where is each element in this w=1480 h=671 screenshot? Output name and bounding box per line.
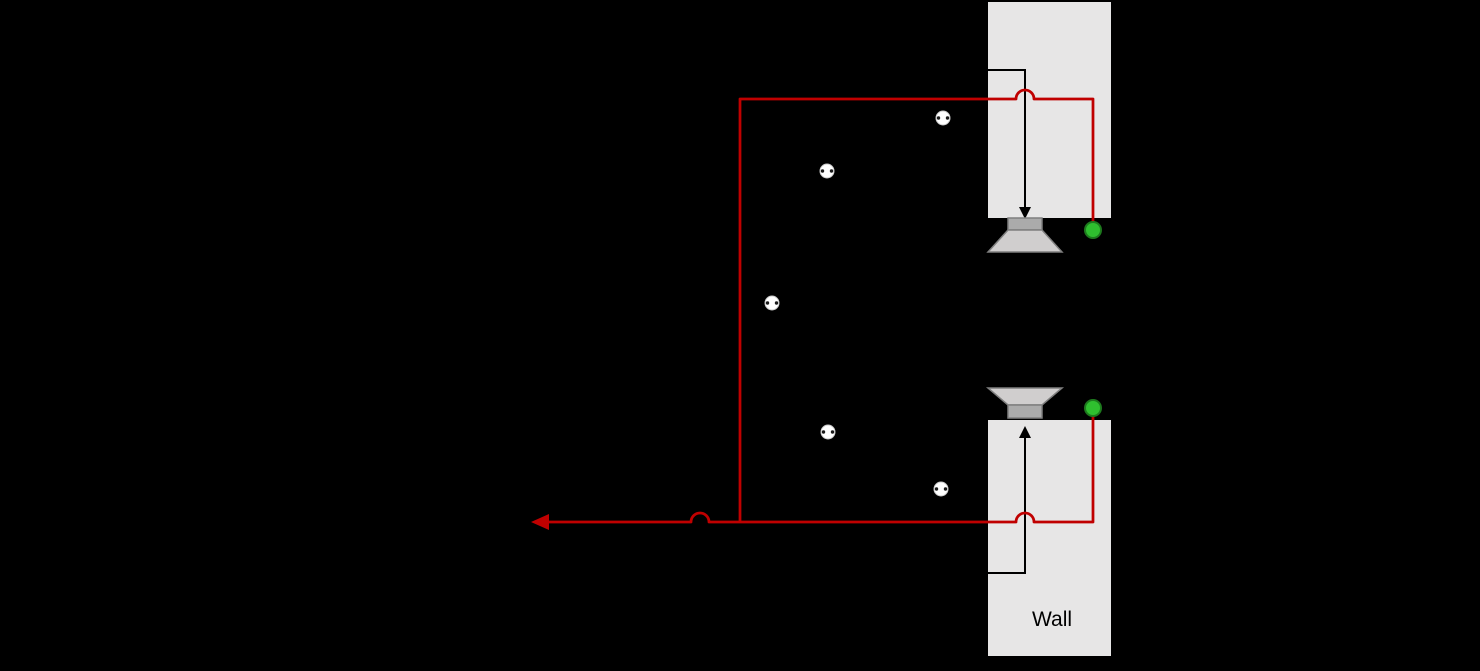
bottom-speaker-magnet (1007, 404, 1043, 419)
fastener-pin-icon (935, 110, 951, 126)
red-wire-arrowhead-icon (531, 514, 549, 530)
top-wall-depth-arrow (988, 69, 1026, 211)
top-speaker-cone (986, 229, 1064, 253)
top-green-terminal-icon (1084, 221, 1102, 239)
bottom-speaker-icon (985, 387, 1065, 419)
fastener-pin-icon (764, 295, 780, 311)
bottom-speaker-cone (985, 387, 1065, 406)
bottom-green-terminal-icon (1084, 399, 1102, 417)
red-wire-top-run (738, 88, 1095, 522)
top-speaker-icon (986, 217, 1064, 253)
fastener-pin-icon (933, 481, 949, 497)
fastener-layer (764, 110, 951, 497)
wall-label: Wall (1032, 608, 1072, 631)
bottom-wall-depth-arrowhead-icon (1019, 426, 1031, 438)
bottom-wall (988, 420, 1111, 656)
red-wire-bottom-run (548, 416, 1095, 524)
fastener-pin-icon (819, 163, 835, 179)
top-speaker-magnet (1007, 217, 1043, 231)
top-wall (988, 2, 1111, 218)
top-wall-depth-arrowhead-icon (1019, 207, 1031, 219)
fastener-pin-icon (820, 424, 836, 440)
bottom-wall-depth-arrow (988, 434, 1026, 574)
